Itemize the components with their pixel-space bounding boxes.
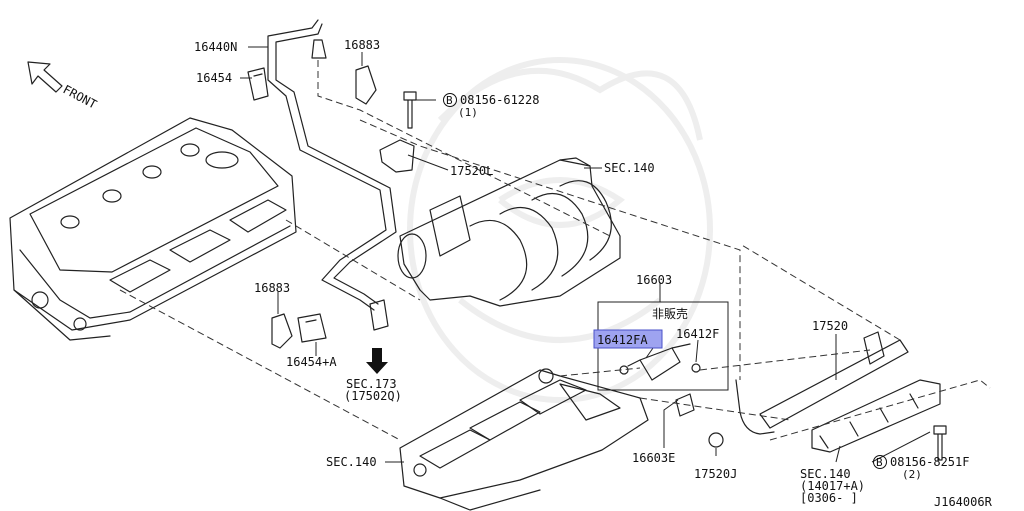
label-16412F: 16412F [676, 327, 719, 341]
label-16440N: 16440N [194, 40, 237, 54]
label-sec140-right-ref: (14017+A) [800, 479, 865, 493]
label-16454: 16454 [196, 71, 232, 85]
intake-manifold-lower [399, 368, 649, 511]
vacuum-hose [267, 19, 397, 331]
label-bolt1-qty: (1) [458, 106, 478, 119]
label-bolt1-code: 08156-61228 [460, 93, 539, 107]
label-16883-left: 16883 [254, 281, 290, 295]
label-17520: 17520 [812, 319, 848, 333]
label-16883-top: 16883 [344, 38, 380, 52]
label-16454A: 16454+A [286, 355, 337, 369]
label-sec140-top: SEC.140 [604, 161, 655, 175]
clip-16454-a [297, 313, 327, 343]
watermark-logo [407, 57, 713, 403]
label-bolt2-qty: (2) [902, 468, 922, 481]
rail-cover [811, 379, 941, 453]
highlight-16412FA[interactable] [593, 329, 663, 349]
label-sec140-left: SEC.140 [326, 455, 377, 469]
bolt-08156-61228 [403, 91, 417, 129]
circle-b-letter-1: B [446, 94, 453, 107]
grommet-17520J [708, 432, 724, 448]
intake-manifold-upper [397, 157, 621, 307]
down-arrow-icon [366, 348, 388, 374]
clip-16883-left [271, 313, 293, 349]
label-sec140-right-date: [0306- ] [800, 491, 858, 505]
circle-b-marker-2 [873, 455, 887, 469]
label-sec173: SEC.173 [346, 377, 397, 391]
circle-b-letter-2: B [876, 456, 883, 469]
label-17520J: 17520J [694, 467, 737, 481]
fuel-injector [619, 343, 701, 417]
label-16603: 16603 [636, 273, 672, 287]
front-arrow-icon [27, 61, 63, 93]
bracket-17520L [379, 139, 415, 173]
label-sec173-ref: (17502Q) [344, 389, 402, 403]
leader-lines [240, 46, 931, 463]
front-label: FRONT [61, 82, 99, 111]
label-16412FA: 16412FA [597, 333, 648, 347]
clip-16883-top [355, 65, 377, 105]
bolt-08156-8251F [933, 425, 947, 461]
label-17520L: 17520L [450, 164, 493, 178]
cylinder-head [9, 117, 297, 341]
reference-lines [119, 60, 991, 441]
clip-16454 [247, 67, 269, 101]
fuel-rail [735, 331, 909, 435]
label-not-for-sale: 非販売 [652, 306, 688, 321]
label-sec140-right: SEC.140 [800, 467, 851, 481]
drawing-code: J164006R [934, 495, 993, 509]
label-bolt2-code: 08156-8251F [890, 455, 969, 469]
circle-b-marker-1 [443, 93, 457, 107]
label-16603E: 16603E [632, 451, 675, 465]
